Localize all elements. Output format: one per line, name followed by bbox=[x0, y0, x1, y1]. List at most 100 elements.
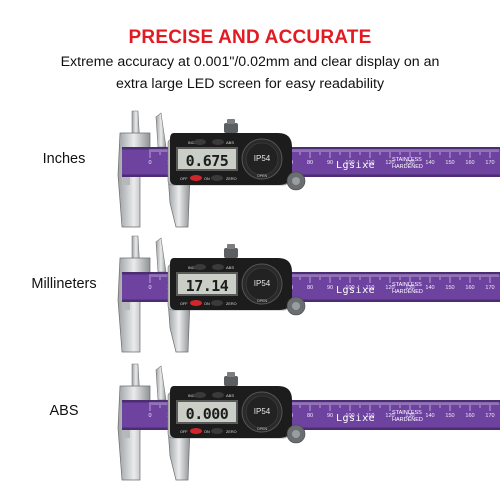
abs-label: ABS bbox=[226, 393, 234, 398]
scale-number: 100 bbox=[345, 160, 354, 166]
beam-edge-bottom bbox=[122, 299, 500, 302]
scale-number: 0 bbox=[148, 285, 151, 291]
lock-screw bbox=[224, 248, 238, 258]
on-label: ON bbox=[204, 177, 210, 181]
caliper-image-millimeters: 0102030405060708090100110120130140150160… bbox=[117, 235, 500, 353]
ip-rating: IP54 bbox=[254, 154, 271, 163]
zero-label: ZERO bbox=[226, 430, 237, 434]
scale-number: 90 bbox=[327, 413, 333, 419]
zero-button bbox=[211, 300, 223, 306]
mode-label-inches: Inches bbox=[42, 151, 86, 167]
off-label: OFF bbox=[180, 177, 188, 181]
open-label: OPEN bbox=[257, 299, 268, 303]
material-text-1: STAINLESS bbox=[392, 157, 422, 163]
power-button bbox=[190, 428, 202, 434]
scale-number: 110 bbox=[366, 285, 375, 291]
open-label: OPEN bbox=[257, 174, 268, 178]
scale-number: 170 bbox=[485, 160, 494, 166]
caliper-image-inches: 0102030405060708090100110120130140150160… bbox=[117, 110, 500, 228]
brand-text: Lgsixe bbox=[336, 413, 375, 424]
scale-number: 0 bbox=[148, 160, 151, 166]
scale-number: 130 bbox=[405, 413, 414, 419]
lcd-reading: 0.675 bbox=[186, 152, 229, 170]
zero-button bbox=[211, 428, 223, 434]
on-label: ON bbox=[204, 302, 210, 306]
thumb-roller-center bbox=[292, 177, 300, 185]
lock-screw bbox=[224, 376, 238, 386]
scale-number: 80 bbox=[307, 285, 313, 291]
beam-edge-top bbox=[122, 147, 500, 150]
abs-label: ABS bbox=[226, 140, 234, 145]
lock-screw-cap bbox=[227, 244, 235, 249]
abs-button bbox=[212, 264, 224, 270]
beam-edge-top bbox=[122, 400, 500, 403]
ip-rating: IP54 bbox=[254, 279, 271, 288]
battery-cover-inner bbox=[245, 395, 279, 429]
scale-number: 0 bbox=[148, 413, 151, 419]
scale-number: 170 bbox=[485, 285, 494, 291]
scale-number: 130 bbox=[405, 160, 414, 166]
inch-mm-button bbox=[194, 264, 206, 270]
scale-number: 160 bbox=[465, 160, 474, 166]
thumb-roller-center bbox=[292, 430, 300, 438]
scale-number: 120 bbox=[385, 160, 394, 166]
scale-number: 150 bbox=[445, 285, 454, 291]
mode-label-abs: ABS bbox=[49, 403, 79, 419]
scale-number: 110 bbox=[366, 160, 375, 166]
beam-edge-bottom bbox=[122, 427, 500, 430]
lcd-screen bbox=[178, 402, 236, 422]
lock-screw-cap bbox=[227, 119, 235, 124]
scale-number: 80 bbox=[307, 160, 313, 166]
lcd-screen bbox=[178, 149, 236, 169]
outside-jaw-moving bbox=[155, 112, 167, 148]
material-text-2: HARDENED bbox=[392, 289, 423, 295]
off-label: OFF bbox=[180, 302, 188, 306]
battery-cover-inner bbox=[245, 142, 279, 176]
open-label: OPEN bbox=[257, 427, 268, 431]
beam-edge-bottom bbox=[122, 174, 500, 177]
depth-gap bbox=[122, 302, 130, 310]
brand-text: Lgsixe bbox=[336, 285, 375, 296]
scale-number: 100 bbox=[345, 285, 354, 291]
lcd-screen bbox=[178, 274, 236, 294]
depth-gap bbox=[122, 430, 130, 438]
abs-label: ABS bbox=[226, 265, 234, 270]
outside-jaw-moving bbox=[155, 365, 167, 401]
scale-number: 130 bbox=[405, 285, 414, 291]
power-button bbox=[190, 300, 202, 306]
power-button bbox=[190, 175, 202, 181]
scale-number: 150 bbox=[445, 413, 454, 419]
lock-screw-cap bbox=[227, 372, 235, 377]
scale-number: 170 bbox=[485, 413, 494, 419]
thumb-roller-center bbox=[292, 302, 300, 310]
lcd-reading: 0.000 bbox=[186, 405, 229, 423]
scale-number: 80 bbox=[307, 413, 313, 419]
scale-number: 160 bbox=[465, 285, 474, 291]
description-line-1: Extreme accuracy at 0.001"/0.02mm and cl… bbox=[60, 54, 440, 70]
lcd-reading: 17.14 bbox=[186, 277, 229, 295]
zero-button bbox=[211, 175, 223, 181]
material-text-1: STAINLESS bbox=[392, 282, 422, 288]
zero-label: ZERO bbox=[226, 177, 237, 181]
on-label: ON bbox=[204, 430, 210, 434]
mode-label-millimeters: Millineters bbox=[31, 276, 97, 292]
zero-label: ZERO bbox=[226, 302, 237, 306]
outside-jaw-moving bbox=[155, 237, 167, 273]
scale-number: 100 bbox=[345, 413, 354, 419]
scale-number: 140 bbox=[425, 160, 434, 166]
scale-number: 120 bbox=[385, 413, 394, 419]
scale-number: 90 bbox=[327, 285, 333, 291]
scale-number: 120 bbox=[385, 285, 394, 291]
description-line-2: extra large LED screen for easy readabil… bbox=[115, 76, 385, 92]
material-text-1: STAINLESS bbox=[392, 410, 422, 416]
lock-screw bbox=[224, 123, 238, 133]
inch-mm-button bbox=[194, 139, 206, 145]
scale-number: 110 bbox=[366, 413, 375, 419]
material-text-2: HARDENED bbox=[392, 164, 423, 170]
scale-number: 140 bbox=[425, 413, 434, 419]
headline: PRECISE AND ACCURATE bbox=[128, 27, 372, 48]
material-text-2: HARDENED bbox=[392, 417, 423, 423]
brand-text: Lgsixe bbox=[336, 160, 375, 171]
scale-number: 160 bbox=[465, 413, 474, 419]
scale-number: 140 bbox=[425, 285, 434, 291]
